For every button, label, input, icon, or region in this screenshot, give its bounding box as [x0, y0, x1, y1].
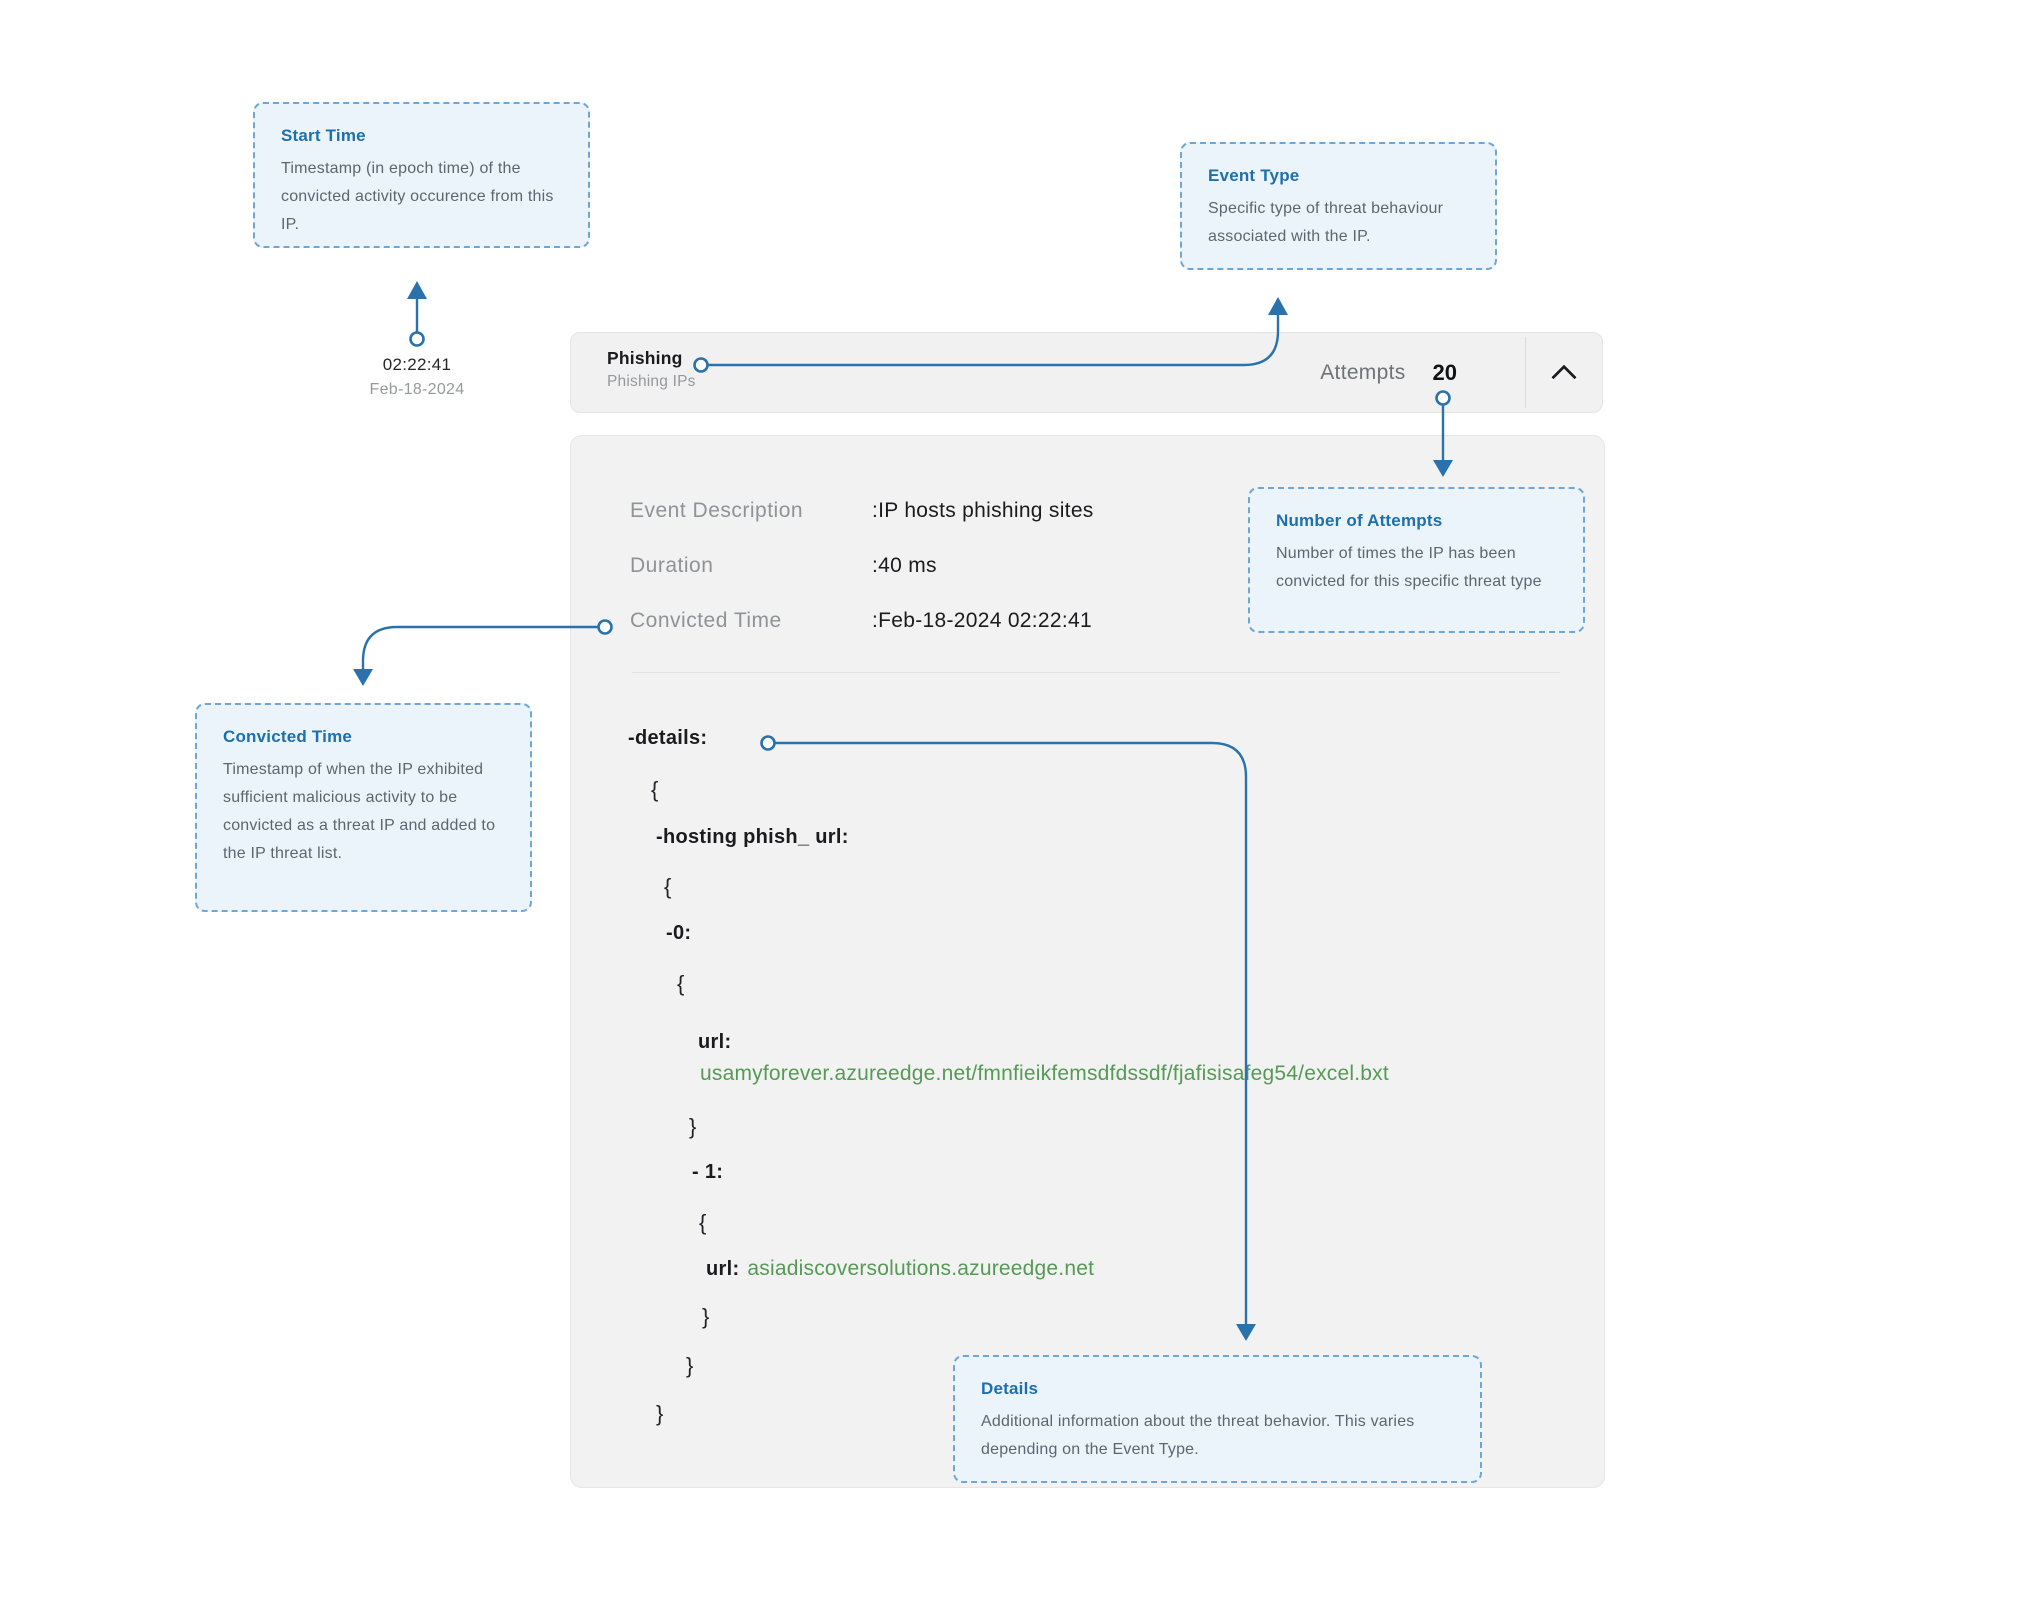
callout-event-type-title: Event Type — [1208, 166, 1300, 185]
start-date-value: Feb-18-2024 — [369, 381, 465, 398]
row-duration: Duration :40 ms — [630, 552, 937, 579]
header-divider — [1525, 337, 1526, 408]
callout-convicted-time: Convicted Time Timestamp of when the IP … — [195, 703, 532, 912]
code-close-brace: } — [689, 1114, 697, 1139]
row-duration-label: Duration — [630, 554, 714, 577]
code-hosting-key: -hosting phish_ url: — [656, 826, 849, 848]
callout-number-of-attempts-body: Number of times the IP has been convicte… — [1276, 545, 1542, 590]
callout-details: Details Additional information about the… — [953, 1355, 1482, 1483]
attempts-counter: Attempts 20 — [1250, 332, 1525, 413]
code-url-key: url: — [698, 1031, 732, 1053]
callout-event-type: Event Type Specific type of threat behav… — [1180, 142, 1497, 270]
attempts-value: 20 — [1432, 359, 1457, 385]
code-close-brace: } — [686, 1353, 694, 1378]
code-open-brace: { — [677, 971, 685, 996]
callout-start-time-body: Timestamp (in epoch time) of the convict… — [281, 160, 554, 233]
callout-start-time: Start Time Timestamp (in epoch time) of … — [253, 102, 590, 248]
event-header-titles: Phishing Phishing IPs — [607, 347, 696, 393]
chevron-up-icon — [1551, 364, 1577, 390]
row-event-description-label: Event Description — [630, 499, 804, 522]
panel-divider — [632, 672, 1560, 673]
row-convicted-time-value: :Feb-18-2024 02:22:41 — [872, 609, 1092, 632]
callout-event-type-body: Specific type of threat behaviour associ… — [1208, 200, 1444, 245]
code-details-key: -details: — [628, 727, 708, 749]
code-url-key: url: — [706, 1258, 740, 1280]
code-close-brace: } — [702, 1304, 710, 1329]
row-duration-value: :40 ms — [872, 554, 937, 577]
row-convicted-time: Convicted Time :Feb-18-2024 02:22:41 — [630, 607, 1092, 634]
code-url-line-2: url: asiadiscoversolutions.azureedge.net — [706, 1257, 1094, 1281]
callout-details-body: Additional information about the threat … — [981, 1413, 1415, 1458]
code-url-value-2: asiadiscoversolutions.azureedge.net — [747, 1257, 1095, 1280]
code-open-brace: { — [651, 777, 659, 802]
callout-details-title: Details — [981, 1379, 1039, 1398]
connector-start-time — [407, 281, 427, 347]
callout-number-of-attempts-title: Number of Attempts — [1276, 511, 1443, 530]
callout-number-of-attempts: Number of Attempts Number of times the I… — [1248, 487, 1585, 633]
callout-convicted-time-body: Timestamp of when the IP exhibited suffi… — [223, 761, 496, 862]
row-event-description: Event Description :IP hosts phishing sit… — [630, 497, 1094, 524]
attempts-label: Attempts — [1320, 360, 1406, 384]
start-time-annotation: 02:22:41 Feb-18-2024 — [347, 352, 487, 402]
code-index-0-key: -0: — [666, 922, 692, 944]
start-time-value: 02:22:41 — [382, 355, 452, 374]
code-open-brace: { — [664, 874, 672, 899]
code-url-value-1: usamyforever.azureedge.net/fmnfieikfemsd… — [700, 1062, 1389, 1085]
callout-convicted-time-title: Convicted Time — [223, 727, 353, 746]
row-event-description-value: :IP hosts phishing sites — [872, 499, 1094, 522]
code-close-brace: } — [656, 1401, 664, 1426]
code-index-1-key: - 1: — [692, 1161, 724, 1183]
event-type-name: Phishing — [607, 348, 683, 368]
callout-start-time-title: Start Time — [281, 126, 366, 145]
row-convicted-time-label: Convicted Time — [630, 609, 782, 632]
code-open-brace: { — [699, 1210, 707, 1235]
event-type-subtitle: Phishing IPs — [607, 373, 696, 390]
collapse-button[interactable] — [1526, 333, 1602, 412]
